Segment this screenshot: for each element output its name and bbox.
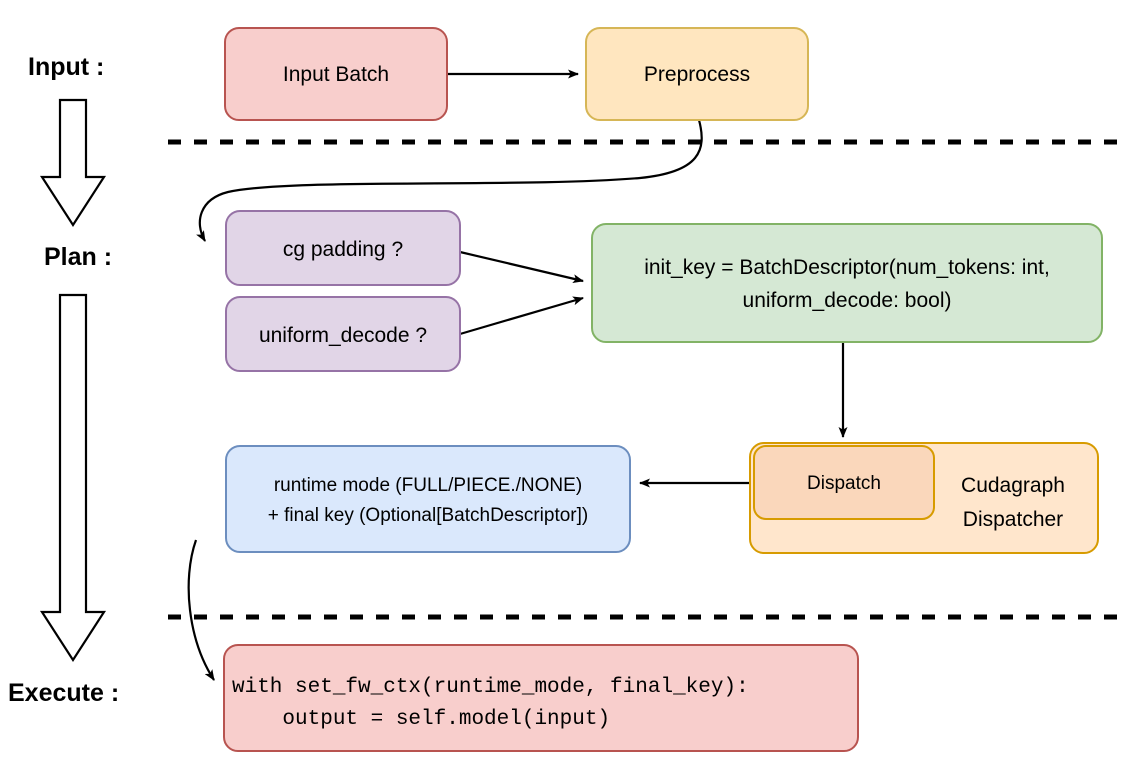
node-uniform-decode[interactable]: uniform_decode ? xyxy=(225,296,461,372)
node-preprocess-shape[interactable] xyxy=(585,27,809,121)
node-cg-padding[interactable]: cg padding ? xyxy=(225,210,461,286)
node-execute-code[interactable]: with set_fw_ctx(runtime_mode, final_key)… xyxy=(223,644,859,752)
node-uniform-decode-label: uniform_decode ? xyxy=(259,324,427,347)
stage-arrow-plan-to-execute-icon xyxy=(39,293,107,663)
node-runtime-mode-label-line2: + final key (Optional[BatchDescriptor]) xyxy=(268,505,589,526)
stage-label-execute: Execute : xyxy=(8,679,119,707)
node-input-batch-shape[interactable] xyxy=(224,27,448,121)
node-input-batch-label: Input Batch xyxy=(283,63,389,86)
edge-cg-padding-to-init-key xyxy=(459,250,584,284)
node-runtime-mode-label-line1: runtime mode (FULL/PIECE./NONE) xyxy=(274,475,582,496)
edge-preprocess-to-cg-padding xyxy=(196,119,703,242)
node-cudagraph-dispatcher-label-line2: Dispatcher xyxy=(963,508,1063,531)
node-execute-code-line1: with set_fw_ctx(runtime_mode, final_key)… xyxy=(232,676,749,699)
node-dispatch-shape[interactable] xyxy=(753,445,935,520)
connector-edges xyxy=(187,69,848,681)
node-init-key-label-line2: uniform_decode: bool) xyxy=(743,289,952,312)
node-runtime-mode-shape[interactable] xyxy=(225,445,631,553)
node-init-key[interactable]: init_key = BatchDescriptor(num_tokens: i… xyxy=(591,223,1103,343)
node-cg-padding-label: cg padding ? xyxy=(283,238,403,261)
node-init-key-shape[interactable] xyxy=(591,223,1103,343)
stage-label-input: Input : xyxy=(28,53,104,81)
node-preprocess-label: Preprocess xyxy=(644,63,750,86)
node-init-key-label-line1: init_key = BatchDescriptor(num_tokens: i… xyxy=(644,256,1050,279)
node-execute-code-line2: output = self.model(input) xyxy=(232,708,610,731)
node-uniform-decode-shape[interactable] xyxy=(225,296,461,372)
node-execute-code-shape[interactable] xyxy=(223,644,859,752)
node-runtime-mode[interactable]: runtime mode (FULL/PIECE./NONE) + final … xyxy=(225,445,631,553)
node-cudagraph-dispatcher-label-line1: Cudagraph xyxy=(961,474,1065,497)
node-preprocess[interactable]: Preprocess xyxy=(585,27,809,121)
node-input-batch[interactable]: Input Batch xyxy=(224,27,448,121)
stage-label-plan: Plan : xyxy=(44,243,112,271)
edge-uniform-decode-to-init-key xyxy=(459,296,584,336)
stage-arrow-input-to-plan-icon xyxy=(39,98,107,228)
stage-labels: Input : Plan : Execute : xyxy=(8,53,119,707)
node-dispatch[interactable]: Dispatch xyxy=(753,445,935,520)
edge-runtime-mode-to-execute xyxy=(187,539,215,681)
node-cg-padding-shape[interactable] xyxy=(225,210,461,286)
node-dispatch-label: Dispatch xyxy=(807,473,881,494)
stage-arrows xyxy=(39,98,107,663)
section-dividers xyxy=(168,139,1122,620)
